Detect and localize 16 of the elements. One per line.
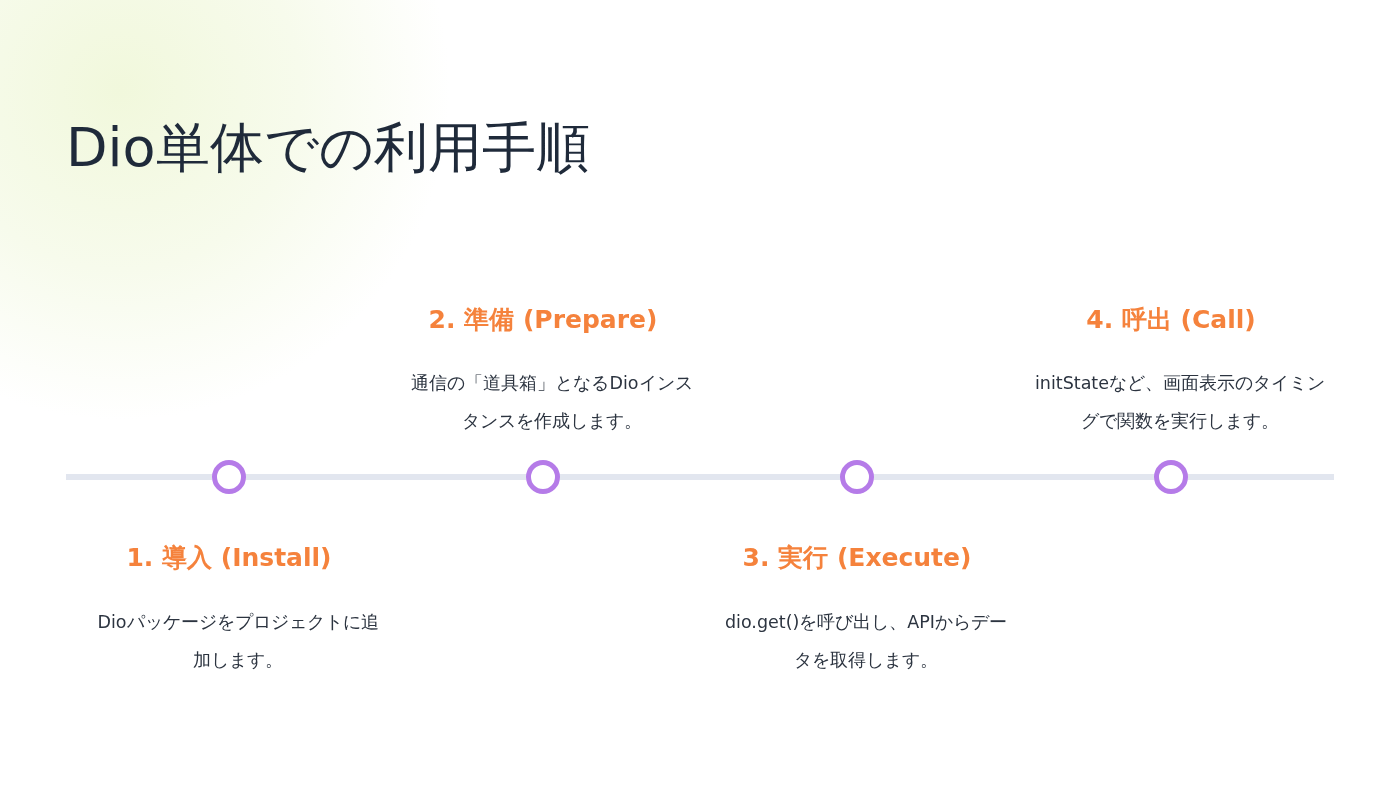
- timeline-circle: [1154, 460, 1188, 494]
- timeline-circle: [212, 460, 246, 494]
- step-heading: 1. 導入 (Install): [125, 542, 333, 574]
- timeline-line: [560, 474, 840, 480]
- timeline-circle: [526, 460, 560, 494]
- step-description: initStateなど、画面表示のタイミングで関数を実行します。: [1035, 372, 1325, 433]
- step-description: dio.get()を呼び出し、APIからデータを取得します。: [724, 611, 1008, 672]
- step-description: 通信の「道具箱」となるDioインスタンスを作成します。: [410, 372, 694, 433]
- timeline-line: [874, 474, 1154, 480]
- timeline-circle: [840, 460, 874, 494]
- title: Dio単体での利用手順: [66, 115, 590, 181]
- step-heading: 3. 実行 (Execute): [741, 542, 973, 574]
- step-description: Dioパッケージをプロジェクトに追加します。: [96, 611, 380, 672]
- step-heading: 2. 準備 (Prepare): [427, 304, 659, 336]
- step-heading: 4. 呼出 (Call): [1085, 304, 1257, 336]
- timeline-line: [246, 474, 526, 480]
